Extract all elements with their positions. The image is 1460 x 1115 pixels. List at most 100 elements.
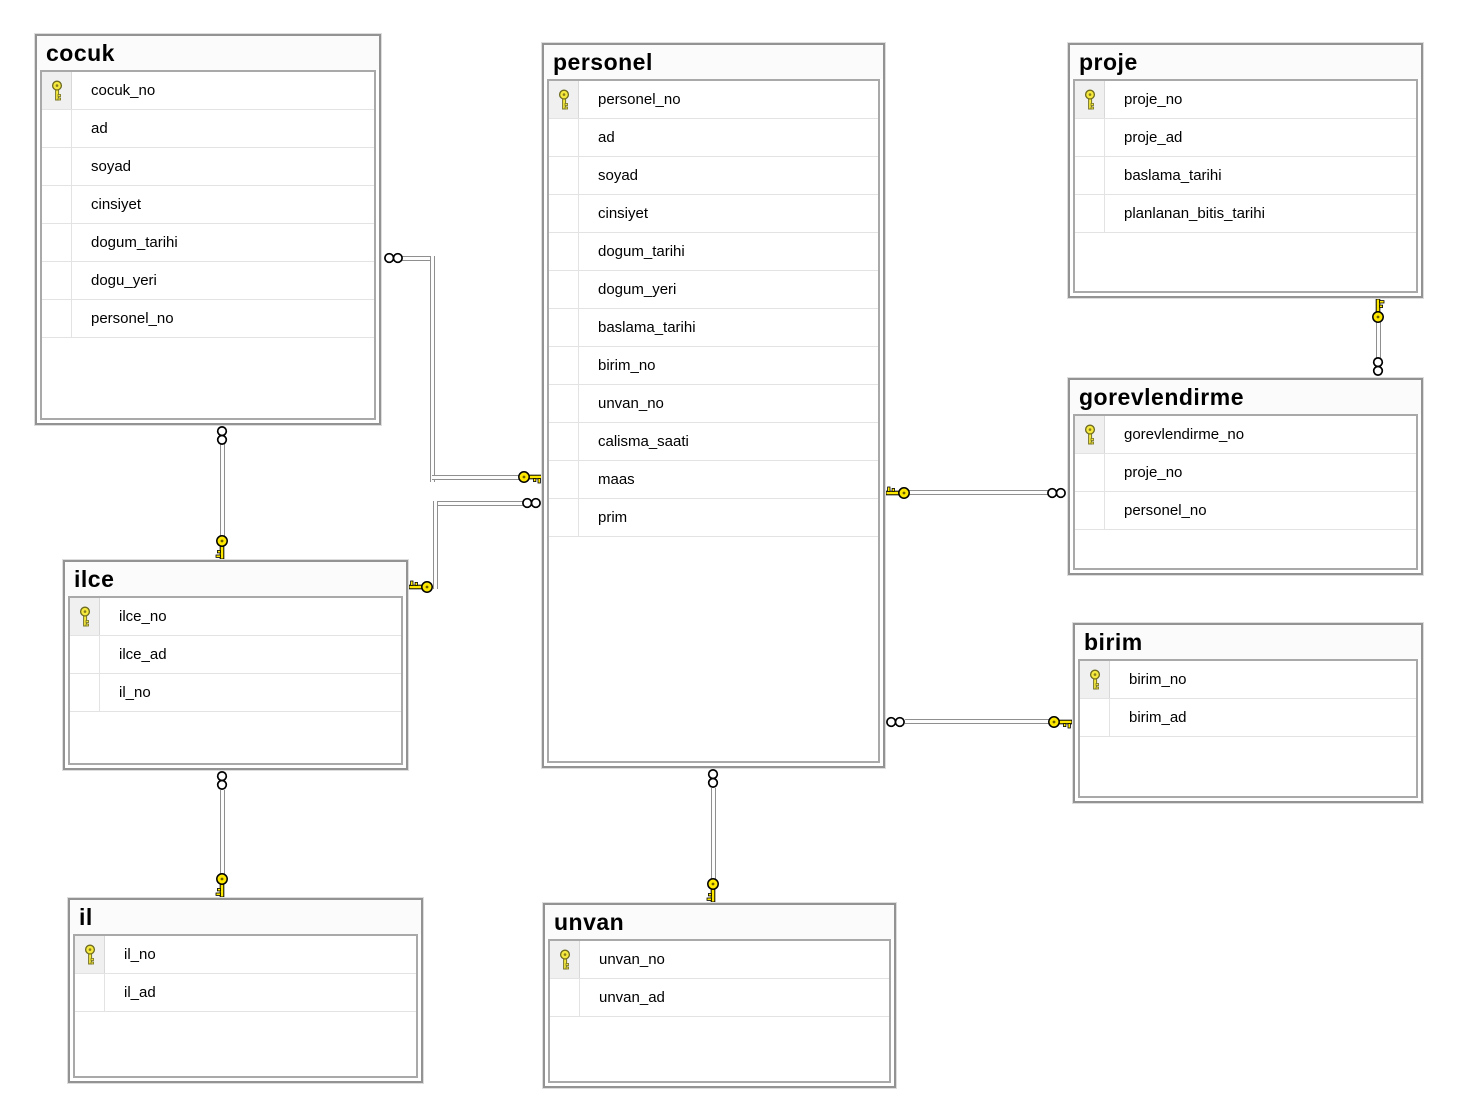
field-row[interactable]: soyad bbox=[549, 157, 878, 195]
row-selector[interactable] bbox=[1075, 119, 1105, 156]
row-selector[interactable] bbox=[549, 347, 579, 384]
infinity-icon[interactable] bbox=[383, 252, 405, 264]
row-selector[interactable] bbox=[42, 300, 72, 337]
field-row[interactable]: ilce_no bbox=[70, 598, 401, 636]
row-selector[interactable] bbox=[549, 157, 579, 194]
rel-personel-gorevlendirme-segment[interactable] bbox=[908, 490, 1048, 495]
row-selector[interactable] bbox=[549, 195, 579, 232]
field-row[interactable]: il_no bbox=[70, 674, 401, 712]
rel-unvan-personel-segment[interactable] bbox=[711, 788, 716, 886]
field-row[interactable]: ilce_ad bbox=[70, 636, 401, 674]
row-selector[interactable] bbox=[42, 224, 72, 261]
field-row[interactable]: maas bbox=[549, 461, 878, 499]
key-icon[interactable] bbox=[1371, 298, 1385, 324]
row-selector[interactable] bbox=[1075, 81, 1105, 118]
rel-personel-cocuk-segment[interactable] bbox=[430, 256, 435, 482]
field-row[interactable]: personel_no bbox=[1075, 492, 1416, 530]
field-row[interactable]: dogum_tarihi bbox=[42, 224, 374, 262]
row-selector[interactable] bbox=[42, 148, 72, 185]
field-row[interactable]: soyad bbox=[42, 148, 374, 186]
field-row[interactable]: cinsiyet bbox=[42, 186, 374, 224]
key-icon[interactable] bbox=[408, 580, 434, 594]
field-row[interactable]: il_no bbox=[75, 936, 416, 974]
row-selector[interactable] bbox=[1075, 157, 1105, 194]
row-selector[interactable] bbox=[1075, 195, 1105, 232]
field-row[interactable]: proje_ad bbox=[1075, 119, 1416, 157]
rel-proje-gorevlendirme-segment[interactable] bbox=[1376, 322, 1381, 358]
field-row[interactable]: personel_no bbox=[549, 81, 878, 119]
field-row[interactable]: unvan_no bbox=[550, 941, 889, 979]
row-selector[interactable] bbox=[549, 499, 579, 536]
table-personel[interactable]: personel personel_no ad soyad cinsiyet d… bbox=[542, 43, 885, 768]
infinity-icon[interactable] bbox=[1046, 487, 1068, 499]
field-row[interactable]: prim bbox=[549, 499, 878, 537]
field-row[interactable]: planlanan_bitis_tarihi bbox=[1075, 195, 1416, 233]
field-row[interactable]: il_ad bbox=[75, 974, 416, 1012]
rel-ilce-personel-segment[interactable] bbox=[433, 501, 438, 589]
rel-personel-cocuk-segment[interactable] bbox=[432, 475, 520, 480]
row-selector[interactable] bbox=[42, 72, 72, 109]
row-selector[interactable] bbox=[70, 636, 100, 673]
field-row[interactable]: dogum_yeri bbox=[549, 271, 878, 309]
row-selector[interactable] bbox=[1075, 416, 1105, 453]
field-row[interactable]: proje_no bbox=[1075, 454, 1416, 492]
key-icon[interactable] bbox=[215, 534, 229, 560]
field-row[interactable]: baslama_tarihi bbox=[1075, 157, 1416, 195]
row-selector[interactable] bbox=[1075, 492, 1105, 529]
field-row[interactable]: cocuk_no bbox=[42, 72, 374, 110]
row-selector[interactable] bbox=[70, 674, 100, 711]
row-selector[interactable] bbox=[549, 271, 579, 308]
field-row[interactable]: unvan_no bbox=[549, 385, 878, 423]
table-proje[interactable]: proje proje_no proje_ad baslama_tarihi p… bbox=[1068, 43, 1423, 298]
field-row[interactable]: baslama_tarihi bbox=[549, 309, 878, 347]
key-icon[interactable] bbox=[517, 470, 543, 484]
field-row[interactable]: ad bbox=[549, 119, 878, 157]
rel-personel-cocuk-segment[interactable] bbox=[400, 256, 434, 261]
field-row[interactable]: birim_ad bbox=[1080, 699, 1416, 737]
table-birim[interactable]: birim birim_no birim_ad bbox=[1073, 623, 1423, 803]
row-selector[interactable] bbox=[549, 423, 579, 460]
rel-ilce-personel-segment[interactable] bbox=[437, 501, 523, 506]
row-selector[interactable] bbox=[550, 941, 580, 978]
row-selector[interactable] bbox=[70, 598, 100, 635]
rel-birim-personel-segment[interactable] bbox=[905, 719, 1049, 724]
field-row[interactable]: calisma_saati bbox=[549, 423, 878, 461]
row-selector[interactable] bbox=[549, 233, 579, 270]
table-cocuk[interactable]: cocuk cocuk_no ad soyad cinsiyet dogum_t… bbox=[35, 34, 381, 425]
field-row[interactable]: ad bbox=[42, 110, 374, 148]
row-selector[interactable] bbox=[549, 461, 579, 498]
infinity-icon[interactable] bbox=[216, 425, 228, 447]
table-il[interactable]: il il_no il_ad bbox=[68, 898, 423, 1083]
row-selector[interactable] bbox=[549, 81, 579, 118]
field-row[interactable]: dogu_yeri bbox=[42, 262, 374, 300]
row-selector[interactable] bbox=[549, 385, 579, 422]
infinity-icon[interactable] bbox=[521, 497, 543, 509]
infinity-icon[interactable] bbox=[885, 716, 907, 728]
table-ilce[interactable]: ilce ilce_no ilce_ad il_no bbox=[63, 560, 408, 770]
field-row[interactable]: unvan_ad bbox=[550, 979, 889, 1017]
row-selector[interactable] bbox=[549, 119, 579, 156]
infinity-icon[interactable] bbox=[1372, 356, 1384, 378]
rel-ilce-cocuk-segment[interactable] bbox=[220, 444, 225, 542]
row-selector[interactable] bbox=[75, 974, 105, 1011]
row-selector[interactable] bbox=[1075, 454, 1105, 491]
field-row[interactable]: dogum_tarihi bbox=[549, 233, 878, 271]
field-row[interactable]: cinsiyet bbox=[549, 195, 878, 233]
field-row[interactable]: gorevlendirme_no bbox=[1075, 416, 1416, 454]
field-row[interactable]: birim_no bbox=[549, 347, 878, 385]
row-selector[interactable] bbox=[42, 110, 72, 147]
field-row[interactable]: birim_no bbox=[1080, 661, 1416, 699]
table-gorevlendirme[interactable]: gorevlendirme gorevlendirme_no proje_no … bbox=[1068, 378, 1423, 575]
key-icon[interactable] bbox=[1047, 715, 1073, 729]
row-selector[interactable] bbox=[1080, 661, 1110, 698]
row-selector[interactable] bbox=[42, 186, 72, 223]
row-selector[interactable] bbox=[42, 262, 72, 299]
field-row[interactable]: proje_no bbox=[1075, 81, 1416, 119]
key-icon[interactable] bbox=[706, 877, 720, 903]
rel-il-ilce-segment[interactable] bbox=[220, 790, 225, 880]
row-selector[interactable] bbox=[550, 979, 580, 1016]
infinity-icon[interactable] bbox=[216, 770, 228, 792]
row-selector[interactable] bbox=[75, 936, 105, 973]
row-selector[interactable] bbox=[549, 309, 579, 346]
key-icon[interactable] bbox=[215, 872, 229, 898]
